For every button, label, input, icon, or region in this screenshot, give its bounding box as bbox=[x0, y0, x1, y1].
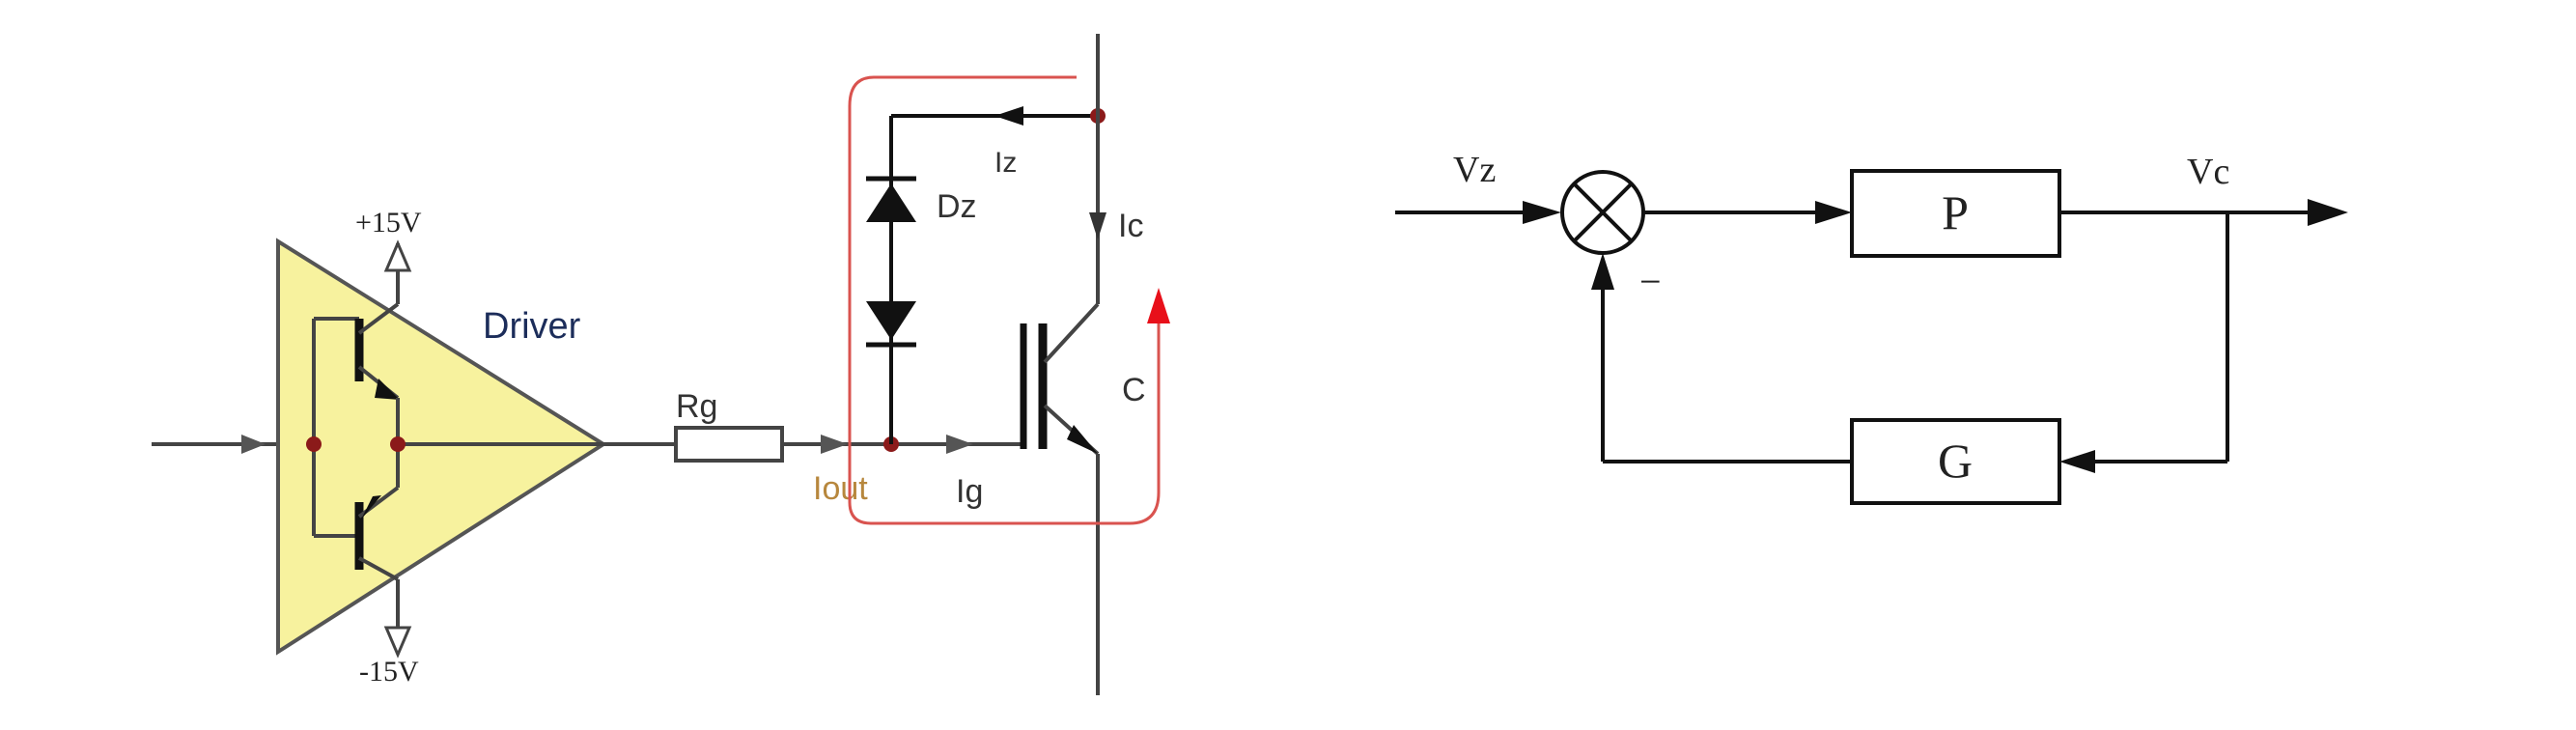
feedback-input-arrowhead bbox=[1591, 253, 1614, 290]
positive-supply-label: +15V bbox=[355, 207, 422, 239]
supply-up-arrow bbox=[383, 239, 412, 272]
c-label: C bbox=[1122, 372, 1146, 408]
igbt-transistor: Ic C bbox=[1020, 34, 1146, 695]
feedback-arrowhead bbox=[2059, 450, 2095, 473]
ic-arrow bbox=[1089, 212, 1106, 239]
feedback-sign: − bbox=[1639, 260, 1662, 303]
zener-diode-upper bbox=[866, 183, 916, 222]
positive-supply: +15V bbox=[355, 207, 422, 272]
gate-resistor bbox=[674, 426, 784, 463]
upper-emitter-arrow bbox=[375, 379, 400, 400]
totem-pole-stage bbox=[306, 243, 603, 628]
rg-label: Rg bbox=[676, 388, 717, 425]
feedback-block-diagram: Vz − P Vc G bbox=[1395, 150, 2348, 505]
negative-supply-label: -15V bbox=[359, 656, 419, 688]
input-arrow bbox=[241, 435, 266, 454]
junction-dot bbox=[306, 436, 322, 452]
input-arrowhead bbox=[1523, 201, 1561, 224]
vz-label: Vz bbox=[1453, 150, 1496, 190]
output-arrowhead bbox=[2308, 199, 2348, 226]
zener-clamp: Dz Iz bbox=[866, 106, 1106, 444]
driver-amplifier-triangle bbox=[276, 238, 607, 656]
g-block-label: G bbox=[1938, 434, 1973, 488]
current-loop-path bbox=[848, 75, 1161, 525]
ig-arrow bbox=[946, 435, 973, 454]
dz-label: Dz bbox=[937, 188, 977, 225]
lower-emitter-arrow bbox=[361, 495, 381, 519]
p-block-label: P bbox=[1942, 185, 1969, 239]
gate-driver-circuit: +15V -15V Driver Rg Iout Ig bbox=[152, 34, 1170, 695]
iout-arrow bbox=[821, 435, 848, 454]
junction-dot bbox=[390, 436, 406, 452]
ic-label: Ic bbox=[1118, 208, 1143, 244]
current-loop-arrowhead bbox=[1147, 288, 1170, 323]
supply-down-arrow bbox=[383, 626, 412, 659]
arrowhead bbox=[1815, 201, 1852, 224]
emitter-arrow bbox=[1067, 425, 1098, 454]
iout-label: Iout bbox=[813, 470, 868, 507]
iz-arrow bbox=[994, 106, 1023, 126]
vc-label: Vc bbox=[2187, 152, 2229, 192]
driver-label: Driver bbox=[483, 306, 581, 347]
negative-supply: -15V bbox=[359, 599, 419, 688]
feedback-block-g bbox=[1850, 418, 2061, 505]
zener-diode-lower bbox=[866, 301, 916, 340]
iz-label: Iz bbox=[994, 147, 1017, 179]
ig-label: Ig bbox=[956, 473, 983, 510]
